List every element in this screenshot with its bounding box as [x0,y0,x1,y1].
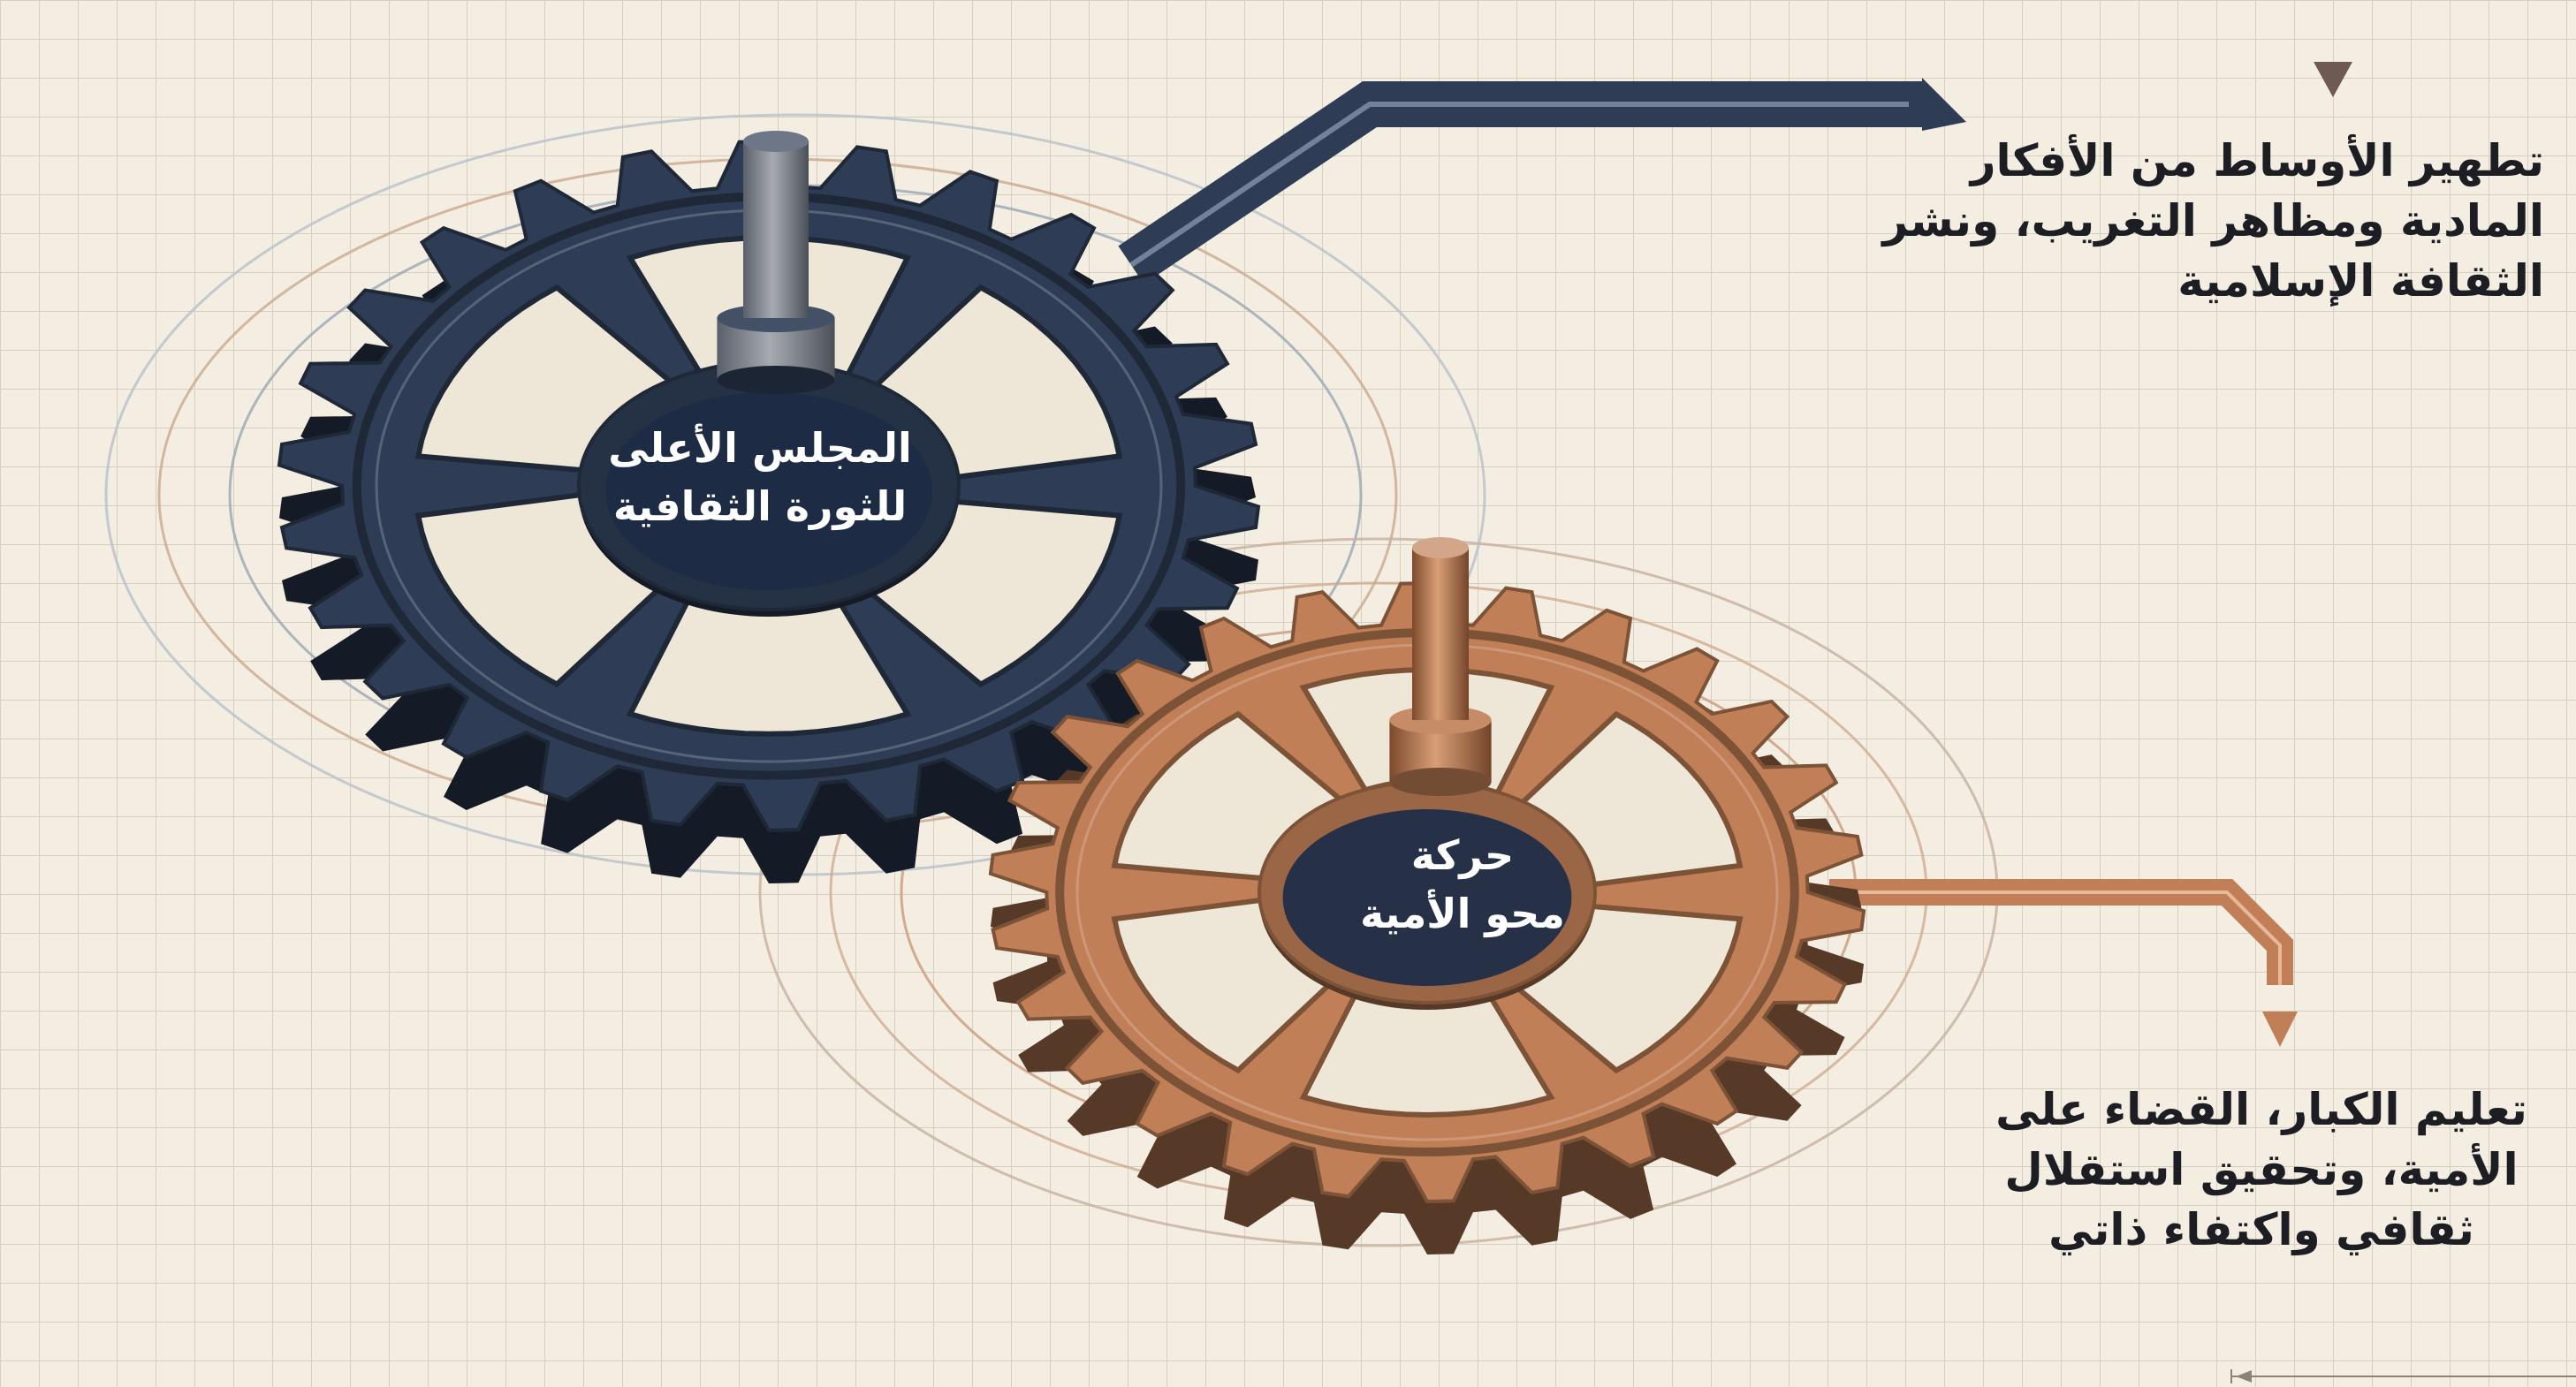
copper-gear-label-line-2: محو الأمية [1360,890,1565,937]
bottom-ruler [2230,1369,2576,1383]
gear-shaft-top [1412,537,1469,558]
bottom-callout-text: تعليم الكبار، القضاء على الأمية، وتحقيق … [1979,1080,2544,1260]
gear-shaft [743,141,809,318]
top-callout-line-2: المادية ومظاهر التغريب، ونشر [1882,195,2544,246]
motion-ring-1 [104,113,1486,876]
navy-gear [277,131,1261,883]
gear-shaft-top [743,131,809,152]
bottom-callout-line-3: ثقافي واكتفاء ذاتي [2048,1204,2474,1255]
copper-gear [988,537,1866,1254]
navy-gear-label-line-2: للثورة الثقافية [612,482,908,530]
gear-label-plate [1282,809,1572,986]
down-triangle-icon [2314,62,2352,97]
top-callout-line-1: تطهير الأوساط من الأفكار [1970,135,2544,186]
copper-gear-label-line-1: حركة [1410,831,1515,879]
navy-gear-label: المجلس الأعلى للثورة الثقافية [566,419,954,535]
copper-gear-label: حركة محو الأمية [1303,826,1622,943]
navy-gear-label-line-1: المجلس الأعلى [608,424,912,472]
top-callout-line-3: الثقافة الإسلامية [2177,255,2544,307]
bottom-callout-line-2: الأمية، وتحقيق استقلال [2004,1144,2519,1195]
bottom-callout-line-1: تعليم الكبار، القضاء على [1995,1084,2527,1135]
gear-label-plate [605,392,932,590]
gear-shaft-base [717,366,835,394]
gear-shaft [1412,548,1469,720]
top-callout-text: تطهير الأوساط من الأفكار المادية ومظاهر … [1837,131,2544,311]
bottom-output-arrow [1829,879,2298,1047]
top-output-arrow [1118,78,1966,284]
gear-shaft-base [1389,768,1492,796]
